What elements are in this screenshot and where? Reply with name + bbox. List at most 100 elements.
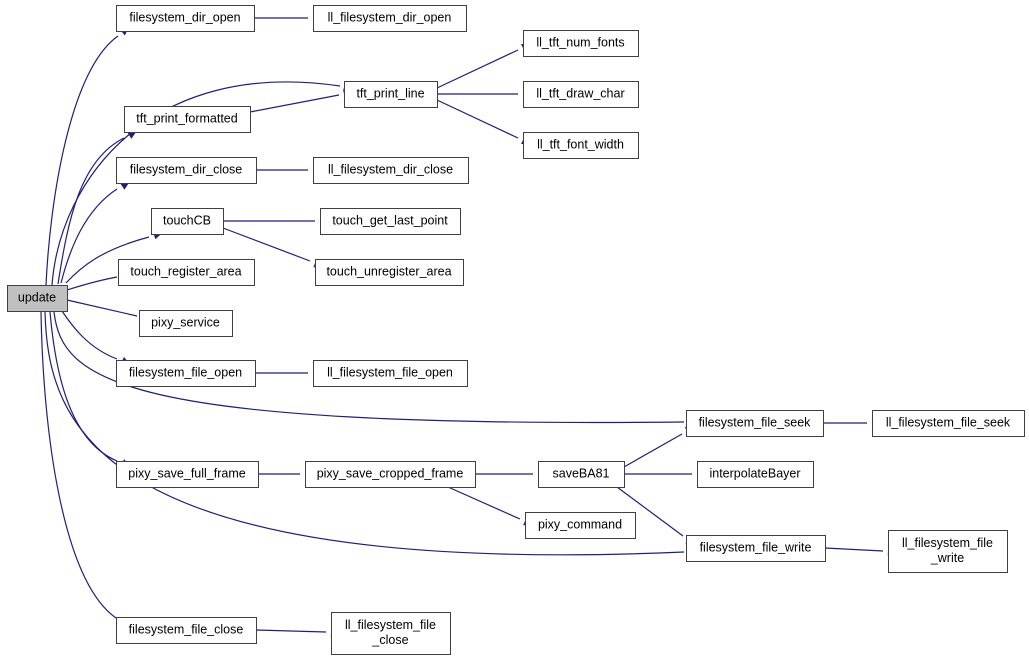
node-label-interpolateBayer: interpolateBayer (709, 466, 800, 480)
node-ll_filesystem_file_write[interactable]: ll_filesystem_file_write (888, 530, 1008, 573)
edge-tft_print_line-to-ll_tft_draw_char (437, 89, 533, 99)
node-label-touch_register_area: touch_register_area (130, 264, 241, 278)
node-interpolateBayer[interactable]: interpolateBayer (697, 461, 814, 488)
node-label-pixy_service: pixy_service (151, 315, 220, 329)
node-box-touch_get_last_point[interactable] (320, 208, 461, 235)
node-label-filesystem_file_open: filesystem_file_open (129, 365, 242, 379)
node-label-ll_tft_font_width: ll_tft_font_width (537, 137, 624, 151)
node-ll_filesystem_file_seek[interactable]: ll_filesystem_file_seek (872, 410, 1025, 437)
node-pixy_service[interactable]: pixy_service (139, 310, 233, 337)
node-label-ll_filesystem_dir_close: ll_filesystem_dir_close (328, 162, 453, 176)
node-label-filesystem_dir_open: filesystem_dir_open (129, 10, 240, 24)
edge-touchCB-to-touch_get_last_point (223, 216, 330, 226)
node-box-ll_filesystem_dir_open[interactable] (313, 5, 467, 32)
node-label-saveBA81: saveBA81 (553, 466, 610, 480)
node-saveBA81[interactable]: saveBA81 (538, 461, 625, 488)
edge-update-to-pixy_save_full_frame (49, 311, 131, 468)
node-label-ll_filesystem_file_close: _close (371, 633, 408, 647)
edge-tft_print_line-to-ll_tft_font_width (436, 99, 532, 145)
node-label-tft_print_formatted: tft_print_formatted (136, 111, 237, 125)
node-box-touch_register_area[interactable] (118, 259, 255, 286)
node-filesystem_file_open[interactable]: filesystem_file_open (116, 360, 256, 387)
node-touch_register_area[interactable]: touch_register_area (118, 259, 255, 286)
node-label-filesystem_file_close: filesystem_file_close (129, 622, 244, 636)
node-filesystem_dir_open[interactable]: filesystem_dir_open (116, 5, 255, 32)
node-tft_print_formatted[interactable]: tft_print_formatted (124, 106, 251, 133)
node-ll_tft_font_width[interactable]: ll_tft_font_width (523, 132, 639, 159)
node-box-interpolateBayer[interactable] (697, 461, 814, 488)
node-ll_tft_num_fonts[interactable]: ll_tft_num_fonts (523, 30, 639, 57)
node-box-filesystem_file_write[interactable] (686, 535, 826, 562)
node-pixy_save_full_frame[interactable]: pixy_save_full_frame (116, 461, 259, 488)
node-box-pixy_save_full_frame[interactable] (116, 461, 259, 488)
edge-pixy_save_cropped_frame-to-saveBA81 (475, 469, 548, 479)
node-box-filesystem_dir_open[interactable] (116, 5, 255, 32)
node-label-update: update (18, 290, 56, 304)
node-box-ll_filesystem_file_write[interactable] (888, 530, 1008, 573)
node-label-ll_filesystem_file_write: _write (930, 551, 964, 565)
node-box-filesystem_file_close[interactable] (116, 617, 257, 644)
node-touch_get_last_point[interactable]: touch_get_last_point (320, 208, 461, 235)
node-label-ll_filesystem_file_close: ll_filesystem_file (345, 618, 436, 632)
node-box-ll_filesystem_dir_close[interactable] (313, 157, 469, 184)
node-box-ll_filesystem_file_close[interactable] (331, 612, 451, 655)
node-label-ll_filesystem_dir_open: ll_filesystem_dir_open (328, 10, 452, 24)
node-touch_unregister_area[interactable]: touch_unregister_area (315, 259, 464, 286)
node-label-touch_get_last_point: touch_get_last_point (332, 213, 448, 227)
node-filesystem_file_close[interactable]: filesystem_file_close (116, 617, 257, 644)
edge-tft_print_formatted-to-tft_print_line (249, 89, 354, 113)
node-pixy_command[interactable]: pixy_command (525, 512, 636, 539)
node-box-filesystem_file_open[interactable] (116, 360, 256, 387)
node-box-pixy_service[interactable] (139, 310, 233, 337)
node-box-update[interactable] (7, 285, 68, 312)
node-ll_filesystem_file_open[interactable]: ll_filesystem_file_open (313, 360, 468, 387)
node-box-ll_tft_draw_char[interactable] (523, 81, 639, 108)
node-filesystem_file_seek[interactable]: filesystem_file_seek (686, 410, 824, 437)
edge-filesystem_dir_open-to-ll_filesystem_dir_open (254, 13, 323, 23)
edge-filesystem_dir_close-to-ll_filesystem_dir_close (256, 165, 323, 175)
node-box-tft_print_line[interactable] (344, 81, 438, 108)
node-label-touchCB: touchCB (163, 213, 211, 227)
node-label-filesystem_file_seek: filesystem_file_seek (699, 415, 812, 429)
node-box-touch_unregister_area[interactable] (315, 259, 464, 286)
edge-pixy_save_cropped_frame-to-pixy_command (447, 486, 535, 526)
node-label-pixy_save_cropped_frame: pixy_save_cropped_frame (317, 466, 464, 480)
node-label-touch_unregister_area: touch_unregister_area (326, 264, 451, 278)
node-label-ll_filesystem_file_seek: ll_filesystem_file_seek (886, 415, 1011, 429)
node-box-pixy_save_cropped_frame[interactable] (305, 461, 476, 488)
edge-tft_print_line-to-ll_tft_num_fonts (436, 43, 532, 89)
node-filesystem_file_write[interactable]: filesystem_file_write (686, 535, 826, 562)
node-box-saveBA81[interactable] (538, 461, 625, 488)
edge-filesystem_file_close-to-ll_filesystem_file_close (255, 628, 341, 638)
node-label-ll_filesystem_file_write: ll_filesystem_file (902, 536, 993, 550)
node-box-ll_filesystem_file_open[interactable] (313, 360, 468, 387)
node-box-ll_filesystem_file_seek[interactable] (872, 410, 1025, 437)
node-ll_filesystem_dir_open[interactable]: ll_filesystem_dir_open (313, 5, 467, 32)
node-ll_filesystem_file_close[interactable]: ll_filesystem_file_close (331, 612, 451, 655)
node-box-filesystem_dir_close[interactable] (116, 157, 257, 184)
node-box-pixy_command[interactable] (525, 512, 636, 539)
node-box-ll_tft_font_width[interactable] (523, 132, 639, 159)
node-box-tft_print_formatted[interactable] (124, 106, 251, 133)
node-label-filesystem_dir_close: filesystem_dir_close (130, 162, 243, 176)
node-pixy_save_cropped_frame[interactable]: pixy_save_cropped_frame (305, 461, 476, 488)
node-label-filesystem_file_write: filesystem_file_write (700, 540, 812, 554)
node-filesystem_dir_close[interactable]: filesystem_dir_close (116, 157, 257, 184)
node-label-ll_filesystem_file_open: ll_filesystem_file_open (327, 365, 453, 379)
edge-saveBA81-to-interpolateBayer (624, 469, 707, 479)
node-box-filesystem_file_seek[interactable] (686, 410, 824, 437)
node-label-ll_tft_num_fonts: ll_tft_num_fonts (536, 35, 624, 49)
edge-filesystem_file_open-to-ll_filesystem_file_open (255, 368, 323, 378)
node-layer: update filesystem_dir_open ll_filesystem_d… (7, 5, 1025, 655)
node-ll_filesystem_dir_close[interactable]: ll_filesystem_dir_close (313, 157, 469, 184)
node-tft_print_line[interactable]: tft_print_line (344, 81, 438, 108)
node-touchCB[interactable]: touchCB (151, 208, 224, 235)
node-label-pixy_command: pixy_command (538, 517, 622, 531)
node-update[interactable]: update (7, 285, 68, 312)
node-box-ll_tft_num_fonts[interactable] (523, 30, 639, 57)
edge-filesystem_file_write-to-ll_filesystem_file_write (824, 546, 898, 556)
node-ll_tft_draw_char[interactable]: ll_tft_draw_char (523, 81, 639, 108)
node-box-touchCB[interactable] (151, 208, 224, 235)
